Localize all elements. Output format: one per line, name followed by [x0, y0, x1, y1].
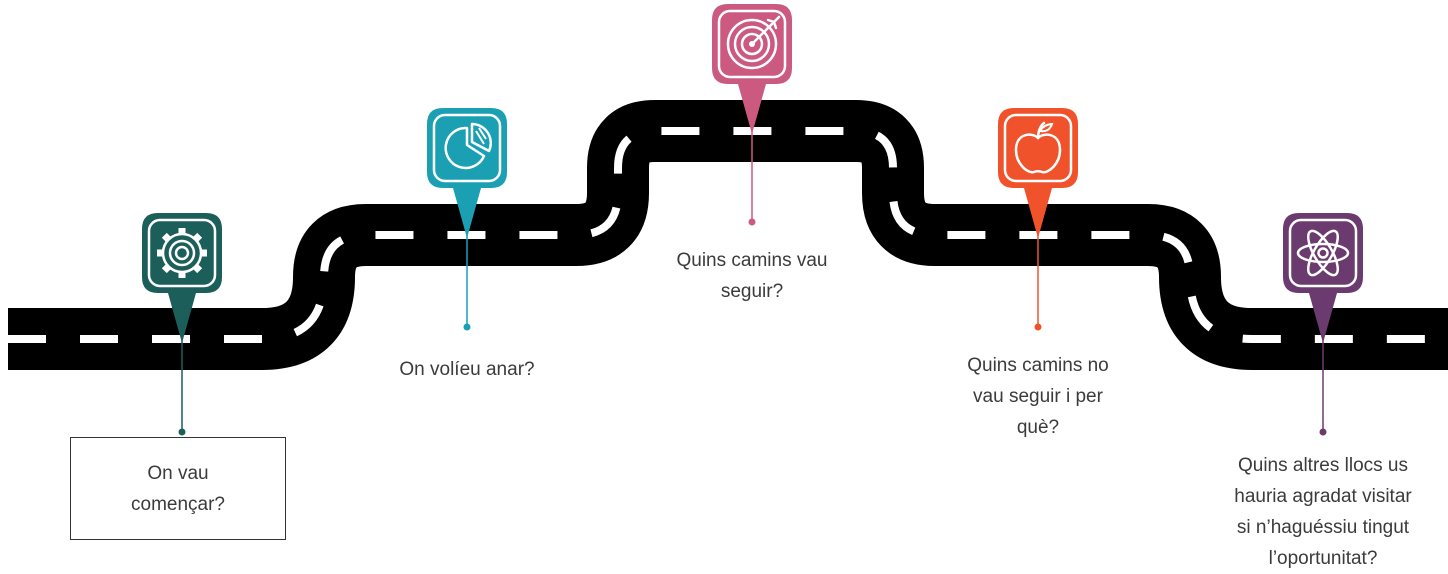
connector-dot	[748, 218, 756, 226]
connector-dot	[463, 323, 471, 331]
step-label-line: seguir?	[720, 281, 784, 302]
step-label-line: hauria agradat visitar	[1234, 486, 1412, 507]
step-label-line: començar?	[131, 493, 225, 515]
step-marker-paths-taken	[712, 4, 792, 226]
step-label-other-places: Quins altres llocs us hauria agradat visi…	[1198, 450, 1448, 574]
pin-inner-frame	[147, 218, 217, 288]
pin-inner-frame	[1288, 218, 1358, 288]
road-path	[8, 100, 1448, 370]
step-marker-other-places	[1283, 213, 1363, 436]
atom-icon	[1296, 229, 1350, 277]
step-label-line: vau seguir i per	[973, 386, 1103, 407]
step-label-paths-taken: Quins camins vau seguir?	[652, 245, 852, 307]
step-label-line: Quins camins vau	[676, 250, 828, 271]
step-marker-goal-wanted	[427, 108, 507, 331]
pin-inner-frame	[1003, 113, 1073, 183]
step-label-goal-wanted: On volíeu anar?	[372, 354, 562, 385]
step-label-line: si n’haguéssiu tingut	[1236, 517, 1410, 538]
step-marker-paths-not-taken	[998, 108, 1078, 331]
pin-inner-frame	[717, 9, 787, 79]
connector-dot	[1034, 323, 1042, 331]
gear-icon	[157, 228, 207, 278]
step-label-line: l’oportunitat?	[1268, 548, 1378, 569]
pin-inner-frame	[432, 113, 502, 183]
step-marker-start	[142, 213, 222, 436]
apple-icon	[1014, 121, 1062, 174]
step-label-paths-not-taken: Quins camins no vau seguir i per què?	[938, 350, 1138, 443]
step-label-line: On volíeu anar?	[399, 359, 535, 380]
step-label-line: On vau	[147, 462, 209, 484]
connector-dot	[1319, 428, 1327, 436]
connector-dot	[178, 428, 186, 436]
step-label-start: On vau començar?	[70, 437, 286, 540]
step-label-line: Quins altres llocs us	[1237, 455, 1408, 476]
step-label-line: Quins camins no	[967, 355, 1109, 376]
step-label-line: què?	[1016, 417, 1060, 438]
target-icon	[726, 15, 781, 70]
pie-chart-icon	[444, 122, 492, 170]
pin-badge	[1283, 213, 1363, 343]
road-center-dashes	[8, 127, 1448, 343]
